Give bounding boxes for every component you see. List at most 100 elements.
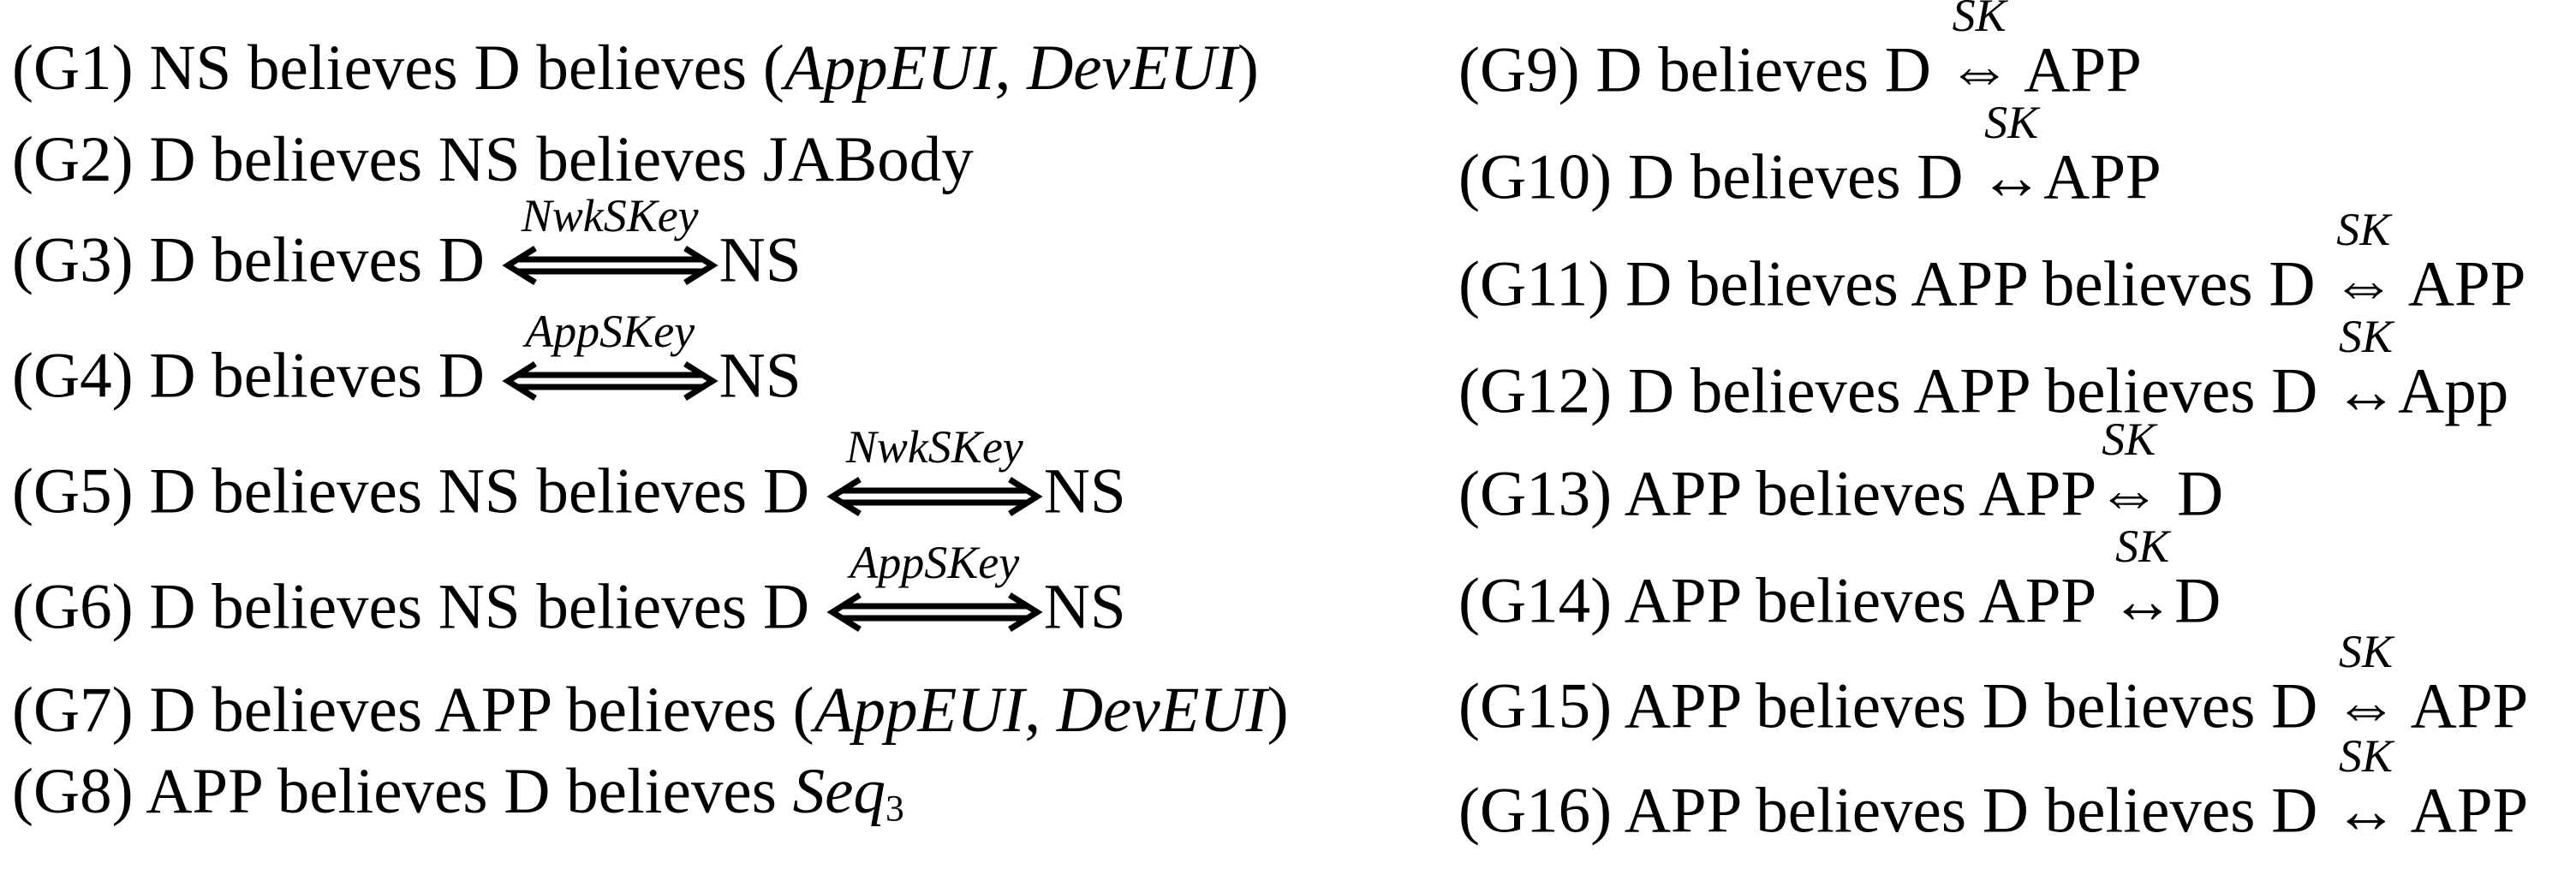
goal-formula-g1: (G1) NS believes D believes (AppEUI, Dev…: [12, 36, 1259, 102]
goal-row-g8: (G8) APP believes D believes Seq3: [12, 744, 1399, 830]
arrow-key-label: AppSKey: [850, 537, 1020, 589]
formula-text: ,: [1024, 675, 1057, 746]
formula-text: NS: [719, 341, 802, 412]
arrow-key-label: AppSKey: [525, 306, 695, 358]
formula-text: D: [2174, 566, 2221, 637]
goal-formula-g12: (G12) D believes APP believes D SK↔App: [1458, 312, 2508, 426]
long-double-arrow-icon: [501, 246, 719, 285]
formula-text: (G3) D believes D: [12, 225, 501, 296]
goal-formula-g15: (G15) APP believes D believes D SK⇔ APP: [1458, 628, 2528, 741]
arrow-key-label: NwkSKey: [845, 421, 1023, 473]
formula-text: NS: [719, 225, 802, 296]
keyed-arrow: NwkSKey: [826, 423, 1044, 516]
formula-text: NS: [1043, 572, 1126, 643]
goals-column-left: (G1) NS believes D believes (AppEUI, Dev…: [12, 0, 1399, 830]
arrow-key-label: SK: [2339, 626, 2394, 678]
goals-column-right: (G9) D believes D SK⇔ APP(G10) D believe…: [1458, 0, 2576, 845]
goal-row-g16: (G16) APP believes D believes D SK↔ APP: [1458, 732, 2576, 847]
arrow-key-label: SK: [2336, 204, 2391, 256]
subscript: 3: [885, 788, 904, 830]
keyed-arrow: SK↔: [2334, 732, 2399, 847]
left-right-arrow-icon: ↔: [1979, 142, 2044, 213]
goal-row-g11: (G11) D believes APP believes D SK⇔ APP: [1458, 205, 2576, 318]
goal-row-g2: (G2) D believes NS believes JABody: [12, 102, 1399, 193]
formula-text: (G12) D believes APP believes D: [1458, 356, 2334, 427]
math-variable: DevEUI: [1027, 33, 1237, 104]
double-arrow-icon: ⇔: [1947, 35, 2012, 106]
formula-text: ): [1237, 33, 1259, 104]
formula-text: NS: [1043, 456, 1126, 527]
arrow-key-label: SK: [2115, 521, 2170, 573]
formula-text: ,: [994, 33, 1028, 104]
goal-row-g7: (G7) D believes APP believes (AppEUI, De…: [12, 641, 1399, 744]
keyed-arrow: SK⇔: [2334, 626, 2398, 739]
goal-row-g15: (G15) APP believes D believes D SK⇔ APP: [1458, 628, 2576, 741]
keyed-arrow: SK⇔: [2096, 415, 2162, 530]
goal-row-g10: (G10) D believes D SK↔APP: [1458, 98, 2576, 213]
formula-text: (G9) D believes D: [1458, 35, 1947, 106]
formula-text: (G7) D believes APP believes (: [12, 675, 814, 746]
formula-text: (G13) APP believes APP: [1458, 459, 2097, 530]
double-arrow-icon: ⇔: [2096, 459, 2162, 530]
long-double-arrow-icon: [826, 592, 1044, 632]
math-variable: DevEUI: [1056, 675, 1267, 746]
long-double-arrow-icon: [826, 477, 1044, 516]
long-double-arrow-icon: [501, 361, 719, 401]
arrow-key-label: SK: [1984, 97, 2039, 149]
keyed-arrow: SK↔: [2334, 311, 2399, 427]
formula-text: App: [2398, 356, 2509, 427]
goal-formula-g14: (G14) APP believes APP SK↔D: [1458, 522, 2221, 635]
goal-formula-g9: (G9) D believes D SK⇔ APP: [1458, 0, 2142, 104]
arrow-key-label: SK: [1952, 0, 2007, 42]
formula-text: (G10) D believes D: [1458, 142, 1980, 213]
arrow-key-label: NwkSKey: [521, 190, 699, 242]
math-variable: AppEUI: [784, 33, 995, 104]
double-arrow-icon: ⇔: [2331, 249, 2396, 320]
formula-text: (G8) APP believes D believes: [12, 755, 793, 827]
math-variable: AppEUI: [814, 675, 1025, 746]
left-right-arrow-icon: ↔: [2110, 566, 2175, 637]
keyed-arrow: SK↔: [1979, 97, 2044, 213]
left-right-arrow-icon: ↔: [2334, 356, 2399, 427]
formula-text: (G6) D believes NS believes D: [12, 572, 826, 643]
formula-text: ): [1267, 675, 1289, 746]
goal-formula-g11: (G11) D believes APP believes D SK⇔ APP: [1458, 205, 2525, 318]
goal-row-g12: (G12) D believes APP believes D SK↔App: [1458, 312, 2576, 426]
formula-text: D: [2161, 459, 2224, 530]
formula-text: (G1) NS believes D believes (: [12, 33, 784, 104]
goal-formula-g8: (G8) APP believes D believes Seq3: [12, 759, 904, 830]
goal-formula-g2: (G2) D believes NS believes JABody: [12, 128, 974, 193]
formula-text: (G11) D believes APP believes D: [1458, 249, 2332, 320]
left-right-arrow-icon: ↔: [2334, 776, 2399, 847]
formula-text: (G2) D believes NS believes JABody: [12, 124, 974, 195]
keyed-arrow: SK⇔: [1947, 0, 2012, 106]
arrow-key-label: SK: [2339, 311, 2394, 363]
formula-text: (G16) APP believes D believes D: [1458, 776, 2334, 847]
keyed-arrow: NwkSKey: [501, 192, 719, 285]
keyed-arrow: SK⇔: [2331, 204, 2396, 320]
formula-text: APP: [2398, 671, 2529, 742]
math-variable: Seq: [792, 755, 886, 827]
keyed-arrow: SK↔: [2110, 521, 2175, 637]
formula-text: APP: [2395, 249, 2526, 320]
goal-row-g9: (G9) D believes D SK⇔ APP: [1458, 0, 2576, 104]
formula-text: (G5) D believes NS believes D: [12, 456, 826, 527]
formula-text: APP: [2011, 35, 2142, 106]
formula-text: (G15) APP believes D believes D: [1458, 671, 2334, 742]
keyed-arrow: AppSKey: [501, 307, 719, 401]
formula-text: APP: [2398, 776, 2529, 847]
formula-text: (G14) APP believes APP: [1458, 566, 2111, 637]
keyed-arrow: AppSKey: [826, 539, 1044, 632]
formula-text: (G4) D believes D: [12, 341, 501, 412]
